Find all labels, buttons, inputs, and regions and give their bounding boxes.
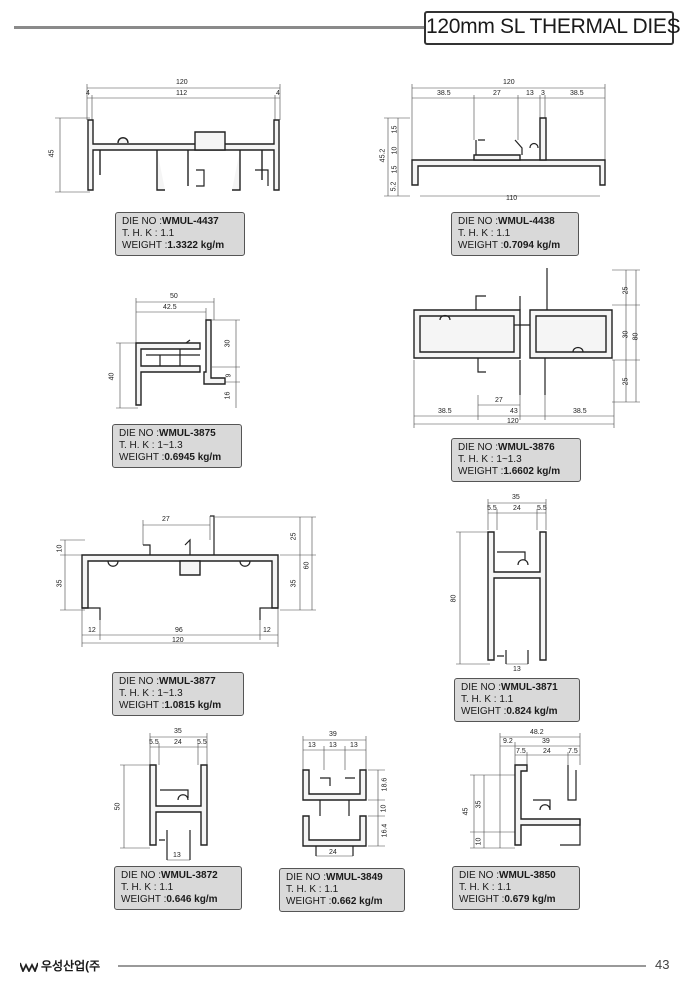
thk-value: 1.1 [496, 228, 511, 239]
thk-label: T. H. K : [119, 688, 155, 699]
die-no-value: WMUL-3876 [498, 442, 555, 453]
thk-label: T. H. K : [119, 440, 155, 451]
die-no-value: WMUL-4437 [162, 216, 219, 227]
header-title-box: 120mm SL THERMAL DIES [424, 11, 681, 45]
profile-wmul-4438 [384, 84, 606, 197]
die-no-value: WMUL-3877 [159, 676, 216, 687]
header-rule [14, 26, 424, 29]
profile-wmul-3875 [116, 298, 240, 409]
profile-wmul-3877 [60, 515, 316, 647]
thk-value: 1.1 [499, 694, 514, 705]
weight-value: 1.6602 kg/m [503, 466, 561, 477]
die-no-label: DIE NO : [461, 682, 502, 693]
die-no-value: WMUL-4438 [498, 216, 555, 227]
thk-value: 1.1 [497, 882, 512, 893]
company-logo: 우성산업(주 [20, 957, 100, 974]
die-no-label: DIE NO : [122, 216, 163, 227]
weight-value: 0.662 kg/m [331, 896, 383, 907]
spec-box-wmul-3875: DIE NO :WMUL-3875 T. H. K : 1~1.3 WEIGHT… [112, 424, 242, 468]
spec-box-wmul-4437: DIE NO :WMUL-4437 T. H. K : 1.1 WEIGHT :… [115, 212, 245, 256]
thk-label: T. H. K : [461, 694, 497, 705]
weight-label: WEIGHT : [119, 700, 165, 711]
spec-box-wmul-3850: DIE NO :WMUL-3850 T. H. K : 1.1 WEIGHT :… [452, 866, 580, 910]
footer-rule [118, 965, 646, 967]
weight-value: 1.3322 kg/m [167, 240, 225, 251]
page-title: 120mm SL THERMAL DIES [426, 15, 681, 38]
spec-box-wmul-4438: DIE NO :WMUL-4438 T. H. K : 1.1 WEIGHT :… [451, 212, 579, 256]
weight-value: 0.646 kg/m [166, 894, 218, 905]
die-no-value: WMUL-3872 [161, 870, 218, 881]
die-no-label: DIE NO : [459, 870, 500, 881]
profile-wmul-3871 [456, 499, 547, 665]
die-no-value: WMUL-3850 [499, 870, 556, 881]
logo-w-icon [20, 962, 38, 972]
weight-label: WEIGHT : [458, 240, 504, 251]
page-number: 43 [655, 957, 670, 972]
thk-label: T. H. K : [458, 228, 494, 239]
spec-box-wmul-3872: DIE NO :WMUL-3872 T. H. K : 1.1 WEIGHT :… [114, 866, 242, 910]
die-no-label: DIE NO : [286, 872, 327, 883]
thk-label: T. H. K : [122, 228, 158, 239]
weight-label: WEIGHT : [122, 240, 168, 251]
weight-value: 0.7094 kg/m [503, 240, 561, 251]
spec-box-wmul-3871: DIE NO :WMUL-3871 T. H. K : 1.1 WEIGHT :… [454, 678, 580, 722]
thk-label: T. H. K : [286, 884, 322, 895]
profile-wmul-3850 [470, 733, 581, 849]
thk-value: 1.1 [324, 884, 339, 895]
thk-label: T. H. K : [459, 882, 495, 893]
die-no-label: DIE NO : [119, 676, 160, 687]
company-name: 우성산업(주 [41, 959, 101, 973]
profile-wmul-3876 [413, 268, 640, 428]
die-no-value: WMUL-3875 [159, 428, 216, 439]
thk-value: 1~1.3 [496, 454, 522, 465]
thk-value: 1.1 [159, 882, 174, 893]
thk-label: T. H. K : [458, 454, 494, 465]
weight-value: 1.0815 kg/m [164, 700, 222, 711]
thk-label: T. H. K : [121, 882, 157, 893]
weight-label: WEIGHT : [459, 894, 505, 905]
die-no-value: WMUL-3849 [326, 872, 383, 883]
thk-value: 1~1.3 [157, 440, 183, 451]
die-no-label: DIE NO : [458, 216, 499, 227]
thk-value: 1.1 [160, 228, 175, 239]
die-no-label: DIE NO : [119, 428, 160, 439]
weight-label: WEIGHT : [121, 894, 167, 905]
weight-value: 0.824 kg/m [506, 706, 558, 717]
spec-box-wmul-3849: DIE NO :WMUL-3849 T. H. K : 1.1 WEIGHT :… [279, 868, 405, 912]
weight-label: WEIGHT : [286, 896, 332, 907]
thk-value: 1~1.3 [157, 688, 183, 699]
spec-box-wmul-3876: DIE NO :WMUL-3876 T. H. K : 1~1.3 WEIGHT… [451, 438, 581, 482]
weight-value: 0.6945 kg/m [164, 452, 222, 463]
die-no-label: DIE NO : [121, 870, 162, 881]
profile-wmul-4437 [55, 84, 281, 193]
weight-value: 0.679 kg/m [504, 894, 556, 905]
spec-box-wmul-3877: DIE NO :WMUL-3877 T. H. K : 1~1.3 WEIGHT… [112, 672, 244, 716]
die-no-value: WMUL-3871 [501, 682, 558, 693]
weight-label: WEIGHT : [461, 706, 507, 717]
profile-wmul-3872 [120, 733, 208, 861]
weight-label: WEIGHT : [119, 452, 165, 463]
die-no-label: DIE NO : [458, 442, 499, 453]
profile-wmul-3849 [302, 736, 385, 857]
weight-label: WEIGHT : [458, 466, 504, 477]
